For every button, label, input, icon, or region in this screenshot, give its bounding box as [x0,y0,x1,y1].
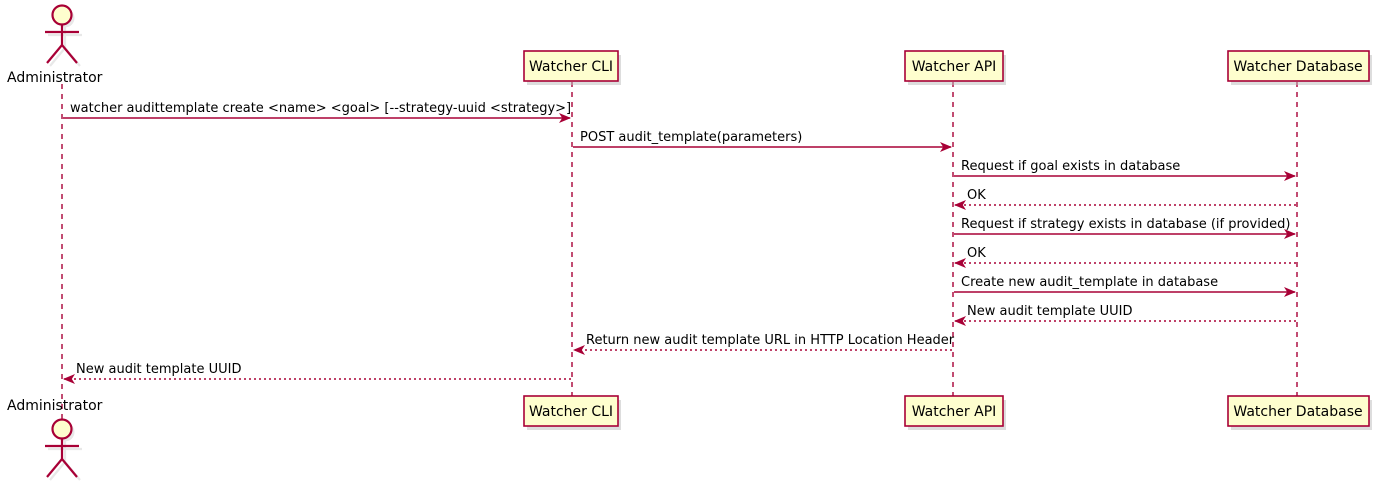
message-label: OK [967,188,986,203]
message-label: watcher audittemplate create <name> <goa… [70,101,571,116]
message-5[interactable]: Request if strategy exists in database (… [954,217,1296,239]
message-4[interactable]: OK [954,188,1296,210]
message-label: Return new audit template URL in HTTP Lo… [586,333,955,348]
actor-leg-right-bottom [61,458,78,478]
message-label: POST audit_template(parameters) [580,130,802,145]
message-label: Request if goal exists in database [961,159,1180,174]
message-label: New audit template UUID [76,362,241,377]
message-label: OK [967,246,986,261]
participant-box [904,50,1004,82]
participant-label-watcher-cli-top: Watcher CLI [529,59,613,75]
participant-box [1227,50,1370,82]
message-10[interactable]: New audit template UUID [63,362,571,384]
message-9[interactable]: Return new audit template URL in HTTP Lo… [573,333,955,355]
participant-label-watcher-database-bottom: Watcher Database [1233,404,1362,420]
message-label: New audit template UUID [967,304,1132,319]
message-label: Request if strategy exists in database (… [961,217,1290,232]
participant-watcher-cli-top[interactable]: Watcher CLI [523,50,621,85]
actor-head-icon [51,4,73,26]
participant-watcher-api-top[interactable]: Watcher API [904,50,1006,85]
actor-administrator-top[interactable]: Administrator [7,4,103,87]
message-3[interactable]: Request if goal exists in database [954,159,1296,181]
participant-box [523,395,619,427]
participant-label-watcher-cli-bottom: Watcher CLI [529,404,613,420]
participant-label-watcher-api-bottom: Watcher API [912,404,997,420]
actor-leg-left [46,44,63,64]
messages-layer: watcher audittemplate create <name> <goa… [63,101,1296,384]
actor-leg-right [61,44,78,64]
participant-watcher-database-top[interactable]: Watcher Database [1227,50,1372,85]
message-2[interactable]: POST audit_template(parameters) [573,130,952,152]
lifelines [61,82,1298,420]
participant-box [904,395,1004,427]
participant-box [1227,395,1370,427]
participant-label-watcher-database-top: Watcher Database [1233,59,1362,75]
message-label: Create new audit_template in database [961,275,1218,290]
participant-box [523,50,619,82]
participant-label-watcher-api-top: Watcher API [912,59,997,75]
actor-leg-left-bottom [46,458,63,478]
participant-watcher-cli-bottom[interactable]: Watcher CLI [523,395,621,430]
message-6[interactable]: OK [954,246,1296,268]
message-1[interactable]: watcher audittemplate create <name> <goa… [63,101,571,123]
actor-label-administrator-top: Administrator [7,70,103,86]
actor-label-administrator-bottom: Administrator [7,398,103,414]
participant-watcher-api-bottom[interactable]: Watcher API [904,395,1006,430]
actor-administrator-bottom[interactable]: Administrator [7,398,103,481]
message-8[interactable]: New audit template UUID [954,304,1296,326]
actor-head-icon-bottom [51,418,73,440]
participant-watcher-database-bottom[interactable]: Watcher Database [1227,395,1372,430]
message-7[interactable]: Create new audit_template in database [954,275,1296,297]
